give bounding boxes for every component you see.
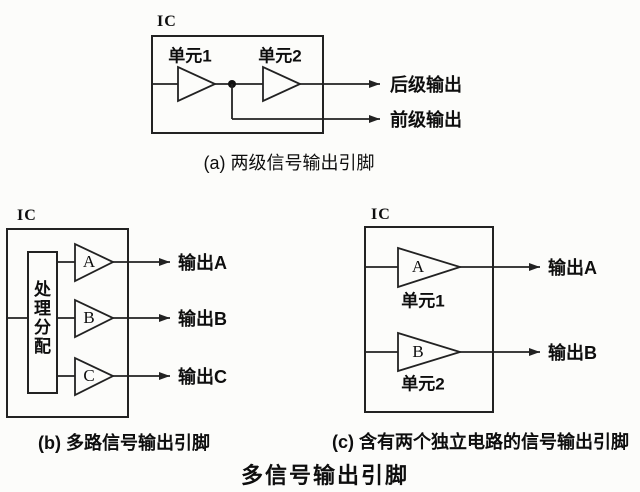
unit2-label-c: 单元2	[401, 374, 445, 394]
ic-label-c: IC	[371, 206, 391, 223]
amp-c-label: C	[83, 366, 95, 385]
unit1-label-a: 单元1	[168, 46, 212, 66]
amp-triangle-b-icon	[74, 298, 116, 339]
front-output-label: 前级输出	[390, 110, 462, 130]
amp-b-label: B	[83, 308, 95, 327]
amp-a-label-c: A	[411, 257, 425, 276]
output-b-label-b: 输出B	[178, 309, 227, 329]
figure-title: 多信号输出引脚	[240, 463, 410, 488]
amp-triangle-c-unit2-icon	[397, 331, 464, 373]
output-a-label-b: 输出A	[178, 253, 227, 273]
output-c-label-b: 输出C	[178, 367, 227, 387]
amp-a-label: A	[82, 252, 96, 271]
output-b-label-c: 输出B	[548, 343, 597, 363]
distributor-box	[27, 251, 58, 394]
amp-triangle-c-icon	[74, 356, 116, 397]
amp-triangle-unit2-icon	[262, 65, 303, 103]
amp-triangle-c-unit1-icon	[397, 246, 463, 289]
unit1-label-c: 单元1	[401, 291, 445, 311]
caption-b: (b) 多路信号输出引脚	[38, 433, 210, 453]
amp-b-label-c: B	[412, 342, 424, 361]
ic-box-c	[364, 226, 494, 413]
amp-triangle-unit1-icon	[177, 65, 218, 103]
ic-label-b: IC	[17, 207, 37, 224]
output-a-label-c: 输出A	[548, 258, 597, 278]
ic-label-a: IC	[157, 13, 177, 30]
unit2-label-a: 单元2	[258, 46, 302, 66]
distributor-label: 处理分配	[34, 280, 51, 356]
ic-box-b	[6, 228, 129, 418]
caption-a: (a) 两级信号输出引脚	[203, 153, 375, 173]
amp-triangle-a-icon	[74, 242, 116, 283]
caption-c: (c) 含有两个独立电路的信号输出引脚	[332, 432, 629, 452]
rear-output-label: 后级输出	[390, 75, 462, 95]
